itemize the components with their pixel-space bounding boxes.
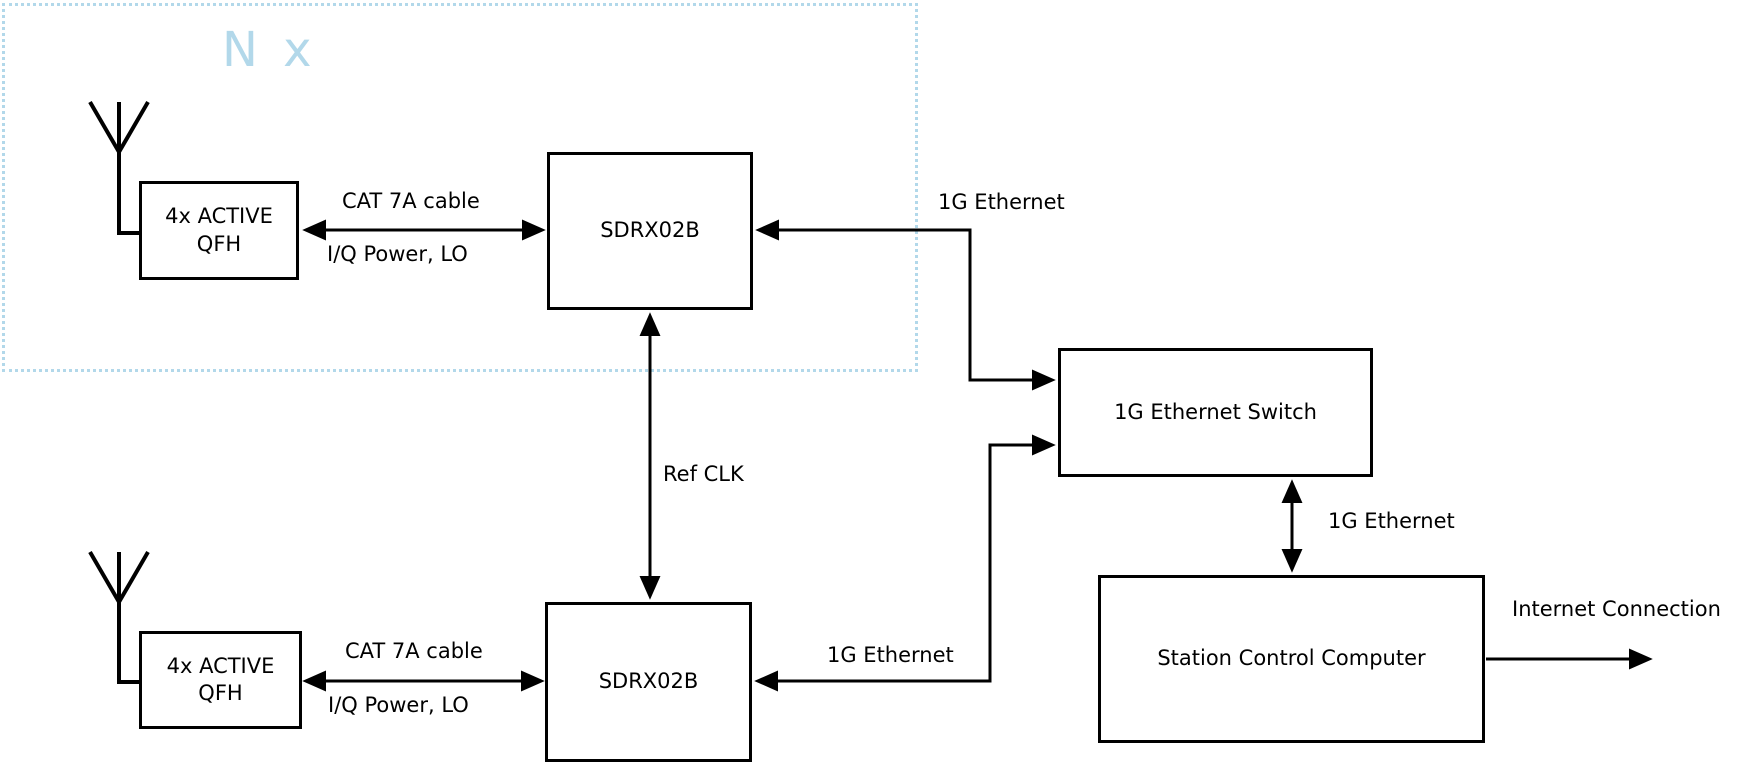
connector-ethernet-top [755, 219, 1056, 391]
edge-label-internet-connection: Internet Connection [1512, 597, 1721, 621]
edge-label-iq-power-top: I/Q Power, LO [327, 242, 468, 266]
node-sdrx-top: SDRX02B [547, 152, 753, 310]
edge-label-ethernet-bottom: 1G Ethernet [827, 643, 954, 667]
nx-multiplier-label: N x [222, 22, 317, 78]
node-qfh-top-label-line1: 4x ACTIVE [165, 204, 273, 229]
node-sdrx-bottom: SDRX02B [545, 602, 752, 762]
edge-label-cat7a-top: CAT 7A cable [342, 189, 480, 213]
connector-ethernet-bottom [754, 434, 1056, 692]
node-qfh-bottom-label-line1: 4x ACTIVE [166, 653, 275, 678]
edge-label-iq-power-bottom: I/Q Power, LO [328, 693, 469, 717]
node-qfh-top-label-line2: QFH [196, 231, 242, 256]
antenna-icon-top [88, 100, 150, 235]
node-station-control-computer-label: Station Control Computer [1157, 646, 1426, 671]
edge-label-cat7a-bottom: CAT 7A cable [345, 639, 483, 663]
node-ethernet-switch-label: 1G Ethernet Switch [1114, 399, 1317, 424]
node-qfh-bottom: 4x ACTIVE QFH [139, 631, 302, 729]
edge-label-ethernet-switch-computer: 1G Ethernet [1328, 509, 1455, 533]
antenna-icon-bottom [88, 550, 150, 684]
node-sdrx-bottom-label: SDRX02B [598, 669, 699, 694]
edge-label-ethernet-top: 1G Ethernet [938, 190, 1065, 214]
node-ethernet-switch: 1G Ethernet Switch [1058, 348, 1373, 477]
edge-label-ref-clk: Ref CLK [663, 462, 744, 486]
nx-group-dotted-box [2, 3, 918, 372]
node-qfh-bottom-label-line2: QFH [198, 681, 243, 705]
node-sdrx-top-label: SDRX02B [600, 218, 700, 243]
node-qfh-top: 4x ACTIVE QFH [139, 181, 299, 280]
node-station-control-computer: Station Control Computer [1098, 575, 1485, 743]
